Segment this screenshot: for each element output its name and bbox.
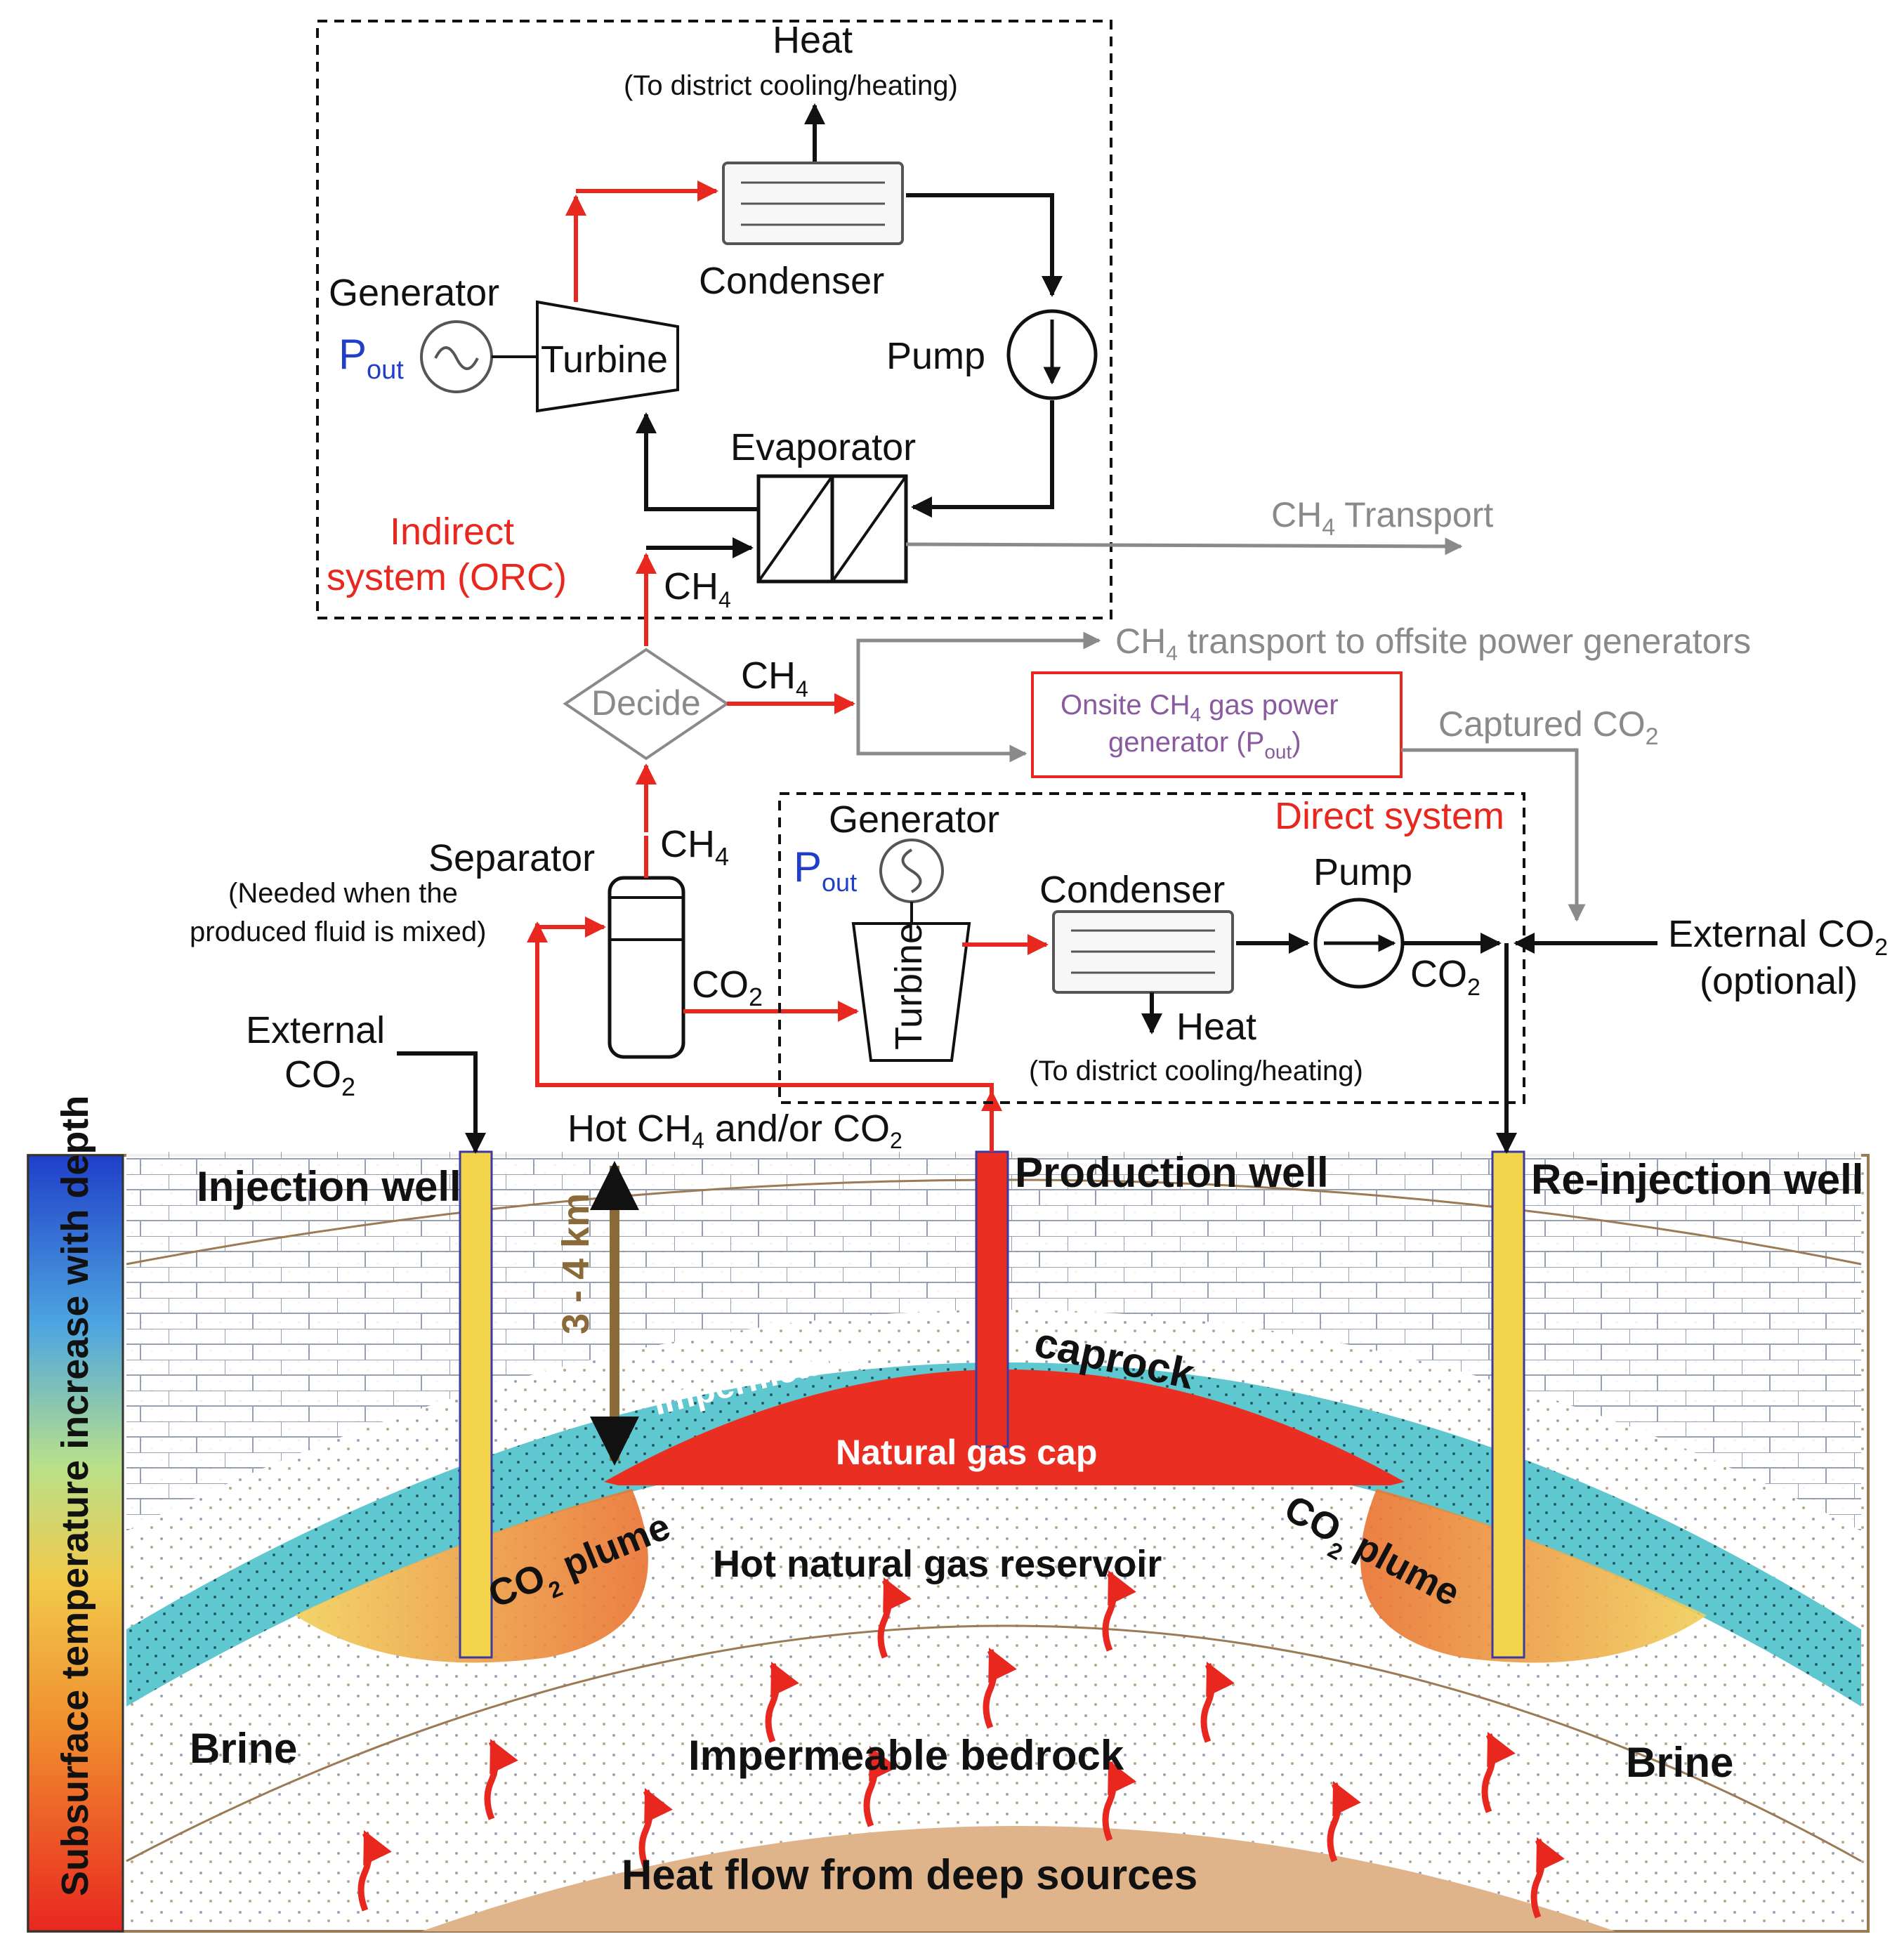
- direct-pump-label: Pump: [1313, 851, 1412, 893]
- indirect-turbine-icon: [536, 300, 679, 413]
- brine-left-label: Brine: [190, 1725, 297, 1772]
- onsite-generator-line1: Onsite CH4 gas power: [1061, 690, 1339, 725]
- direct-co2-label: CO2: [1410, 953, 1480, 1001]
- indirect-title-line1: Indirect: [390, 511, 514, 553]
- heat-arrow: [863, 1745, 898, 1827]
- caprock-layer: [126, 1362, 1861, 1707]
- production-well: [975, 1150, 1009, 1448]
- indirect-condenser: [722, 162, 904, 245]
- direct-pout-label: Pout: [794, 843, 857, 897]
- separator-note-line1: (Needed when the: [228, 878, 458, 909]
- co2-plume-right: [1360, 1489, 1707, 1663]
- production-well-label: Production well: [1015, 1149, 1329, 1196]
- direct-system-title: Direct system: [1275, 795, 1504, 837]
- separator-vessel: [608, 876, 685, 1059]
- indirect-generator-label: Generator: [329, 272, 499, 314]
- ch4-transport-arrow: [905, 537, 1463, 556]
- decide-label: Decide: [591, 683, 701, 723]
- evaporator-to-turbine-arrow: [636, 412, 759, 511]
- heat-arrow: [1481, 1731, 1516, 1813]
- temperature-bar: [27, 1154, 124, 1933]
- external-co2-right-line1: External CO2: [1668, 913, 1888, 961]
- condenser-to-pump-arrow: [906, 193, 1063, 297]
- gas-cap-label: Natural gas cap: [836, 1433, 1097, 1472]
- heat-arrow: [765, 1661, 799, 1743]
- indirect-ch4-label: CH4: [664, 565, 731, 612]
- indirect-pout-label: Pout: [339, 331, 404, 385]
- heat-arrow: [983, 1647, 1017, 1729]
- direct-turbine-label: Turbine: [888, 923, 930, 1050]
- sine-icon: [901, 848, 922, 893]
- direct-heat-sub: (To district cooling/heating): [1029, 1056, 1363, 1086]
- captured-co2-label: Captured CO2: [1438, 704, 1659, 750]
- heat-flow-arrows: [357, 1570, 1565, 1919]
- reservoir-label: Hot natural gas reservoir: [713, 1543, 1162, 1585]
- indirect-condenser-label: Condenser: [699, 260, 884, 302]
- ch4-offsite-label: CH4 transport to offsite power generator…: [1115, 622, 1751, 665]
- reinjection-well: [1491, 1150, 1525, 1659]
- indirect-system-box: [316, 20, 1112, 619]
- bedrock-line: [126, 1624, 1862, 1862]
- to-onsite-generator-arrow: [856, 702, 1027, 763]
- decide-ch4-label: CH4: [741, 655, 808, 702]
- separator: Separator (Needed when the produced flui…: [190, 823, 763, 1059]
- indirect-title-line2: system (ORC): [327, 556, 567, 598]
- onsite-generator-line2: generator (Pout): [1108, 727, 1301, 763]
- depth-label: 3 - 4 km: [555, 1193, 597, 1334]
- evaporator-label: Evaporator: [730, 426, 916, 468]
- sine-icon: [434, 346, 479, 370]
- heat-arrow: [638, 1787, 673, 1870]
- heat-arrow: [484, 1738, 518, 1820]
- direct-turbine-icon: [851, 922, 971, 1062]
- indirect-heat-label: Heat: [773, 19, 853, 61]
- external-co2-left-line2: CO2: [284, 1053, 355, 1101]
- hot-fluid-label: Hot CH4 and/or CO2: [567, 1108, 902, 1153]
- direct-condenser-label: Condenser: [1039, 869, 1225, 911]
- heat-arrow: [877, 1577, 912, 1659]
- brick-formation: [126, 1152, 1861, 1531]
- heat-arrow: [1102, 1759, 1136, 1841]
- direct-generator-label: Generator: [829, 799, 999, 841]
- onsite-generator: Onsite CH4 gas power generator (Pout): [1031, 671, 1403, 778]
- evaporator-icon: [756, 474, 908, 584]
- direct-system: Direct system Generator Pout Turbine Con…: [778, 792, 1525, 1104]
- indirect-pump-label: Pump: [886, 335, 985, 377]
- separator-note-line2: produced fluid is mixed): [190, 916, 486, 947]
- external-co2-right-line2: (optional): [1700, 960, 1858, 1002]
- heat-arrow: [1102, 1570, 1136, 1652]
- separator-label: Separator: [428, 837, 595, 879]
- geology-section: Subsurface temperature increase with dep…: [27, 1096, 1870, 1933]
- brine-right-label: Brine: [1626, 1739, 1733, 1786]
- direct-heat-label: Heat: [1176, 1006, 1256, 1048]
- bedrock-dome: [421, 1826, 1615, 1931]
- separator-co2-label: CO2: [692, 964, 763, 1011]
- temperature-bar-label: Subsurface temperature increase with dep…: [54, 1096, 96, 1896]
- heat-arrow: [1200, 1661, 1235, 1743]
- injection-well-label: Injection well: [197, 1163, 461, 1210]
- decide-diamond: [563, 648, 730, 761]
- heat-arrow: [1530, 1837, 1565, 1919]
- indirect-turbine-label: Turbine: [541, 339, 668, 381]
- captured-co2-arrow: [1401, 748, 1586, 922]
- ch4-transport-label: CH4 Transport: [1271, 495, 1493, 541]
- indirect-heat-sub: (To district cooling/heating): [624, 70, 958, 101]
- external-co2-left-arrow: [397, 1051, 486, 1154]
- heat-arrow: [1327, 1780, 1361, 1862]
- heat-flow-label: Heat flow from deep sources: [622, 1851, 1197, 1898]
- natural-gas-cap-body: [618, 1424, 1391, 1485]
- decide-node: Decide: [563, 648, 730, 761]
- onsite-generator-box: [1031, 671, 1403, 778]
- external-co2-left-line1: External: [246, 1009, 385, 1051]
- pump-to-evaporator-arrow: [911, 400, 1054, 518]
- reinjection-well-label: Re-injection well: [1531, 1156, 1863, 1203]
- indirect-system: Heat (To district cooling/heating) Conde…: [316, 19, 1112, 646]
- separator-ch4-label: CH4: [660, 823, 729, 871]
- heat-arrow: [357, 1829, 392, 1912]
- direct-condenser: [1052, 910, 1234, 994]
- bedrock-label: Impermeable bedrock: [688, 1732, 1124, 1779]
